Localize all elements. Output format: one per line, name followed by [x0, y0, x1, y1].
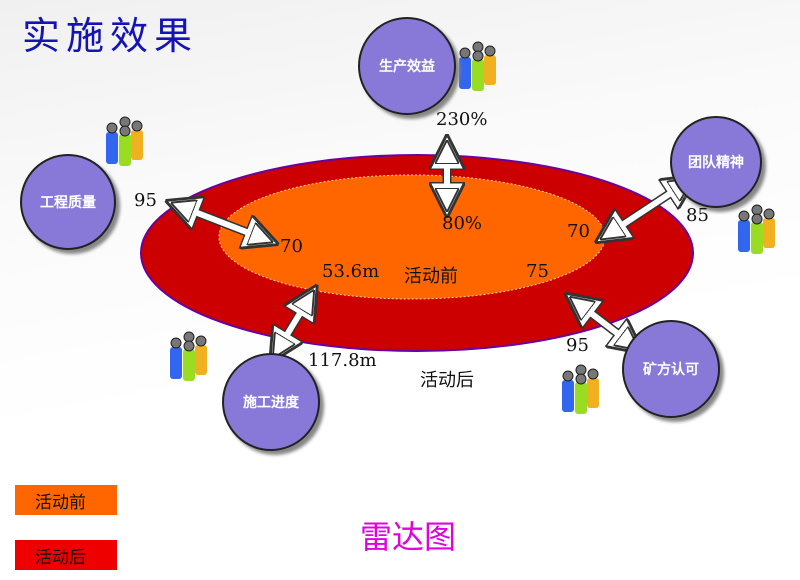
- after-approval: 95: [566, 335, 589, 356]
- people-icon: [105, 116, 144, 167]
- bubble-quality: 工程质量: [20, 154, 116, 250]
- people-icon: [737, 204, 776, 255]
- center-label-before: 活动前: [404, 266, 458, 287]
- before-team: 70: [567, 221, 590, 242]
- people-icon: [458, 41, 497, 92]
- people-icon: [561, 364, 600, 415]
- people-icon: [169, 331, 208, 382]
- before-approval: 75: [526, 261, 549, 282]
- center-label-after: 活动后: [420, 370, 474, 391]
- legend-after: 活动后: [15, 540, 117, 570]
- bubble-approval: 矿方认可: [622, 320, 720, 418]
- legend-before: 活动前: [15, 485, 117, 515]
- after-production: 230%: [436, 109, 488, 130]
- after-quality: 95: [134, 190, 157, 211]
- before-production: 80%: [442, 213, 483, 234]
- bubble-progress: 施工进度: [222, 353, 320, 451]
- diagram-caption: 雷达图: [360, 518, 457, 556]
- after-team: 85: [686, 205, 709, 226]
- after-progress: 117.8m: [308, 350, 377, 371]
- bubble-team: 团队精神: [670, 116, 762, 208]
- page-title: 实施效果: [22, 14, 199, 58]
- bubble-production: 生产效益: [358, 17, 456, 115]
- before-quality: 70: [280, 236, 303, 257]
- before-progress: 53.6m: [322, 261, 380, 282]
